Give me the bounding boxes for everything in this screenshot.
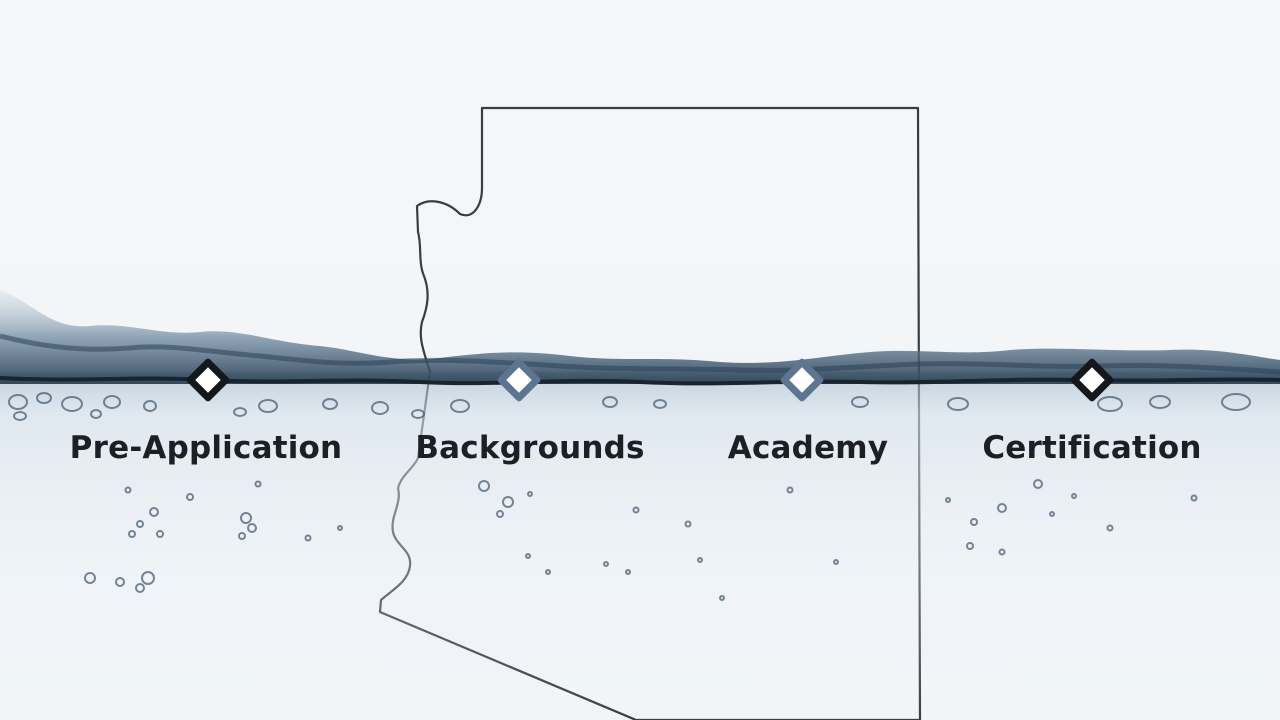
wave-foam xyxy=(0,333,1280,375)
water-body xyxy=(0,372,1280,720)
step-label-pre-application: Pre-Application xyxy=(69,430,343,466)
step-label-academy: Academy xyxy=(727,430,889,466)
step-marker-academy xyxy=(780,358,824,402)
step-label-certification: Certification xyxy=(982,430,1202,466)
step-marker-backgrounds xyxy=(497,358,541,402)
step-label-backgrounds: Backgrounds xyxy=(415,430,645,466)
step-marker-certification xyxy=(1070,358,1114,402)
bubbles-icon xyxy=(8,392,1251,601)
step-marker-pre-application xyxy=(186,358,230,402)
